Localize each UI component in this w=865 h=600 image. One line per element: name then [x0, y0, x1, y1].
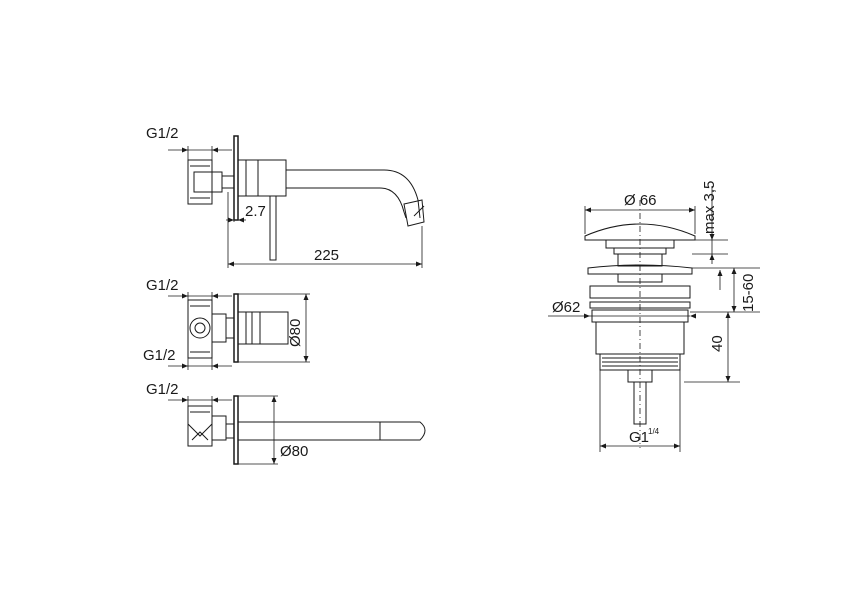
dim-length-label: 225: [314, 247, 339, 264]
spout-aerator: [403, 199, 425, 227]
dim-thread-bottom-label: G1/2: [143, 347, 176, 364]
dim-thread-drain-superscript: 1/4: [648, 427, 660, 436]
valve-nut: [221, 175, 235, 189]
spout-bottom-view: [238, 421, 426, 441]
dim-plate-bottom-label: Ø80: [280, 443, 308, 460]
handle-hub-top: [237, 311, 261, 345]
spout-bottom: [286, 187, 407, 219]
dim-body-height-label: 40: [709, 335, 726, 352]
wall-plate-side: [233, 135, 239, 221]
dim-thread-side-label: G1/2: [146, 125, 179, 142]
drain-gasket: [589, 285, 691, 299]
valve-port-circle: [189, 317, 211, 339]
wall-plate-bottom: [233, 395, 239, 465]
wall-plate-top: [233, 293, 239, 363]
dim-thread-drain-label: G1: [629, 429, 649, 446]
lever-hub: [237, 159, 259, 197]
dim-cap-diameter-label: Ø 66: [624, 192, 657, 209]
dim-plate-top-label: Ø80: [287, 319, 304, 347]
drain-flange-top: [587, 264, 693, 275]
dim-flange-diameter-label: Ø62: [552, 299, 580, 316]
valve-body-top: [187, 299, 213, 359]
dim-offset-label: 2.7: [245, 203, 266, 220]
lever-handle: [269, 195, 277, 261]
drain-valve-view: Ø 66 max 3,5 15-60 Ø62 40 G1: [548, 181, 760, 452]
drain-stem: [633, 381, 647, 425]
valve-cartridge: [193, 171, 223, 193]
faucet-bottom-view: G1/2 Ø80: [146, 381, 426, 465]
spout-top: [286, 169, 421, 219]
dim-thread-bottom-view-label: G1/2: [146, 381, 179, 398]
dim-range-label: 15-60: [740, 274, 757, 312]
faucet-side-view: G1/2 2.7 225: [146, 125, 425, 268]
drain-cap: [584, 223, 696, 241]
dim-thread-top-label: G1/2: [146, 277, 179, 294]
lever-body: [257, 159, 287, 197]
handle-body-top: [259, 311, 289, 345]
dim-cap-height-label: max 3,5: [701, 181, 718, 234]
valve-body: [187, 159, 213, 205]
faucet-top-view: G1/2 G1/2 Ø80: [143, 277, 310, 370]
